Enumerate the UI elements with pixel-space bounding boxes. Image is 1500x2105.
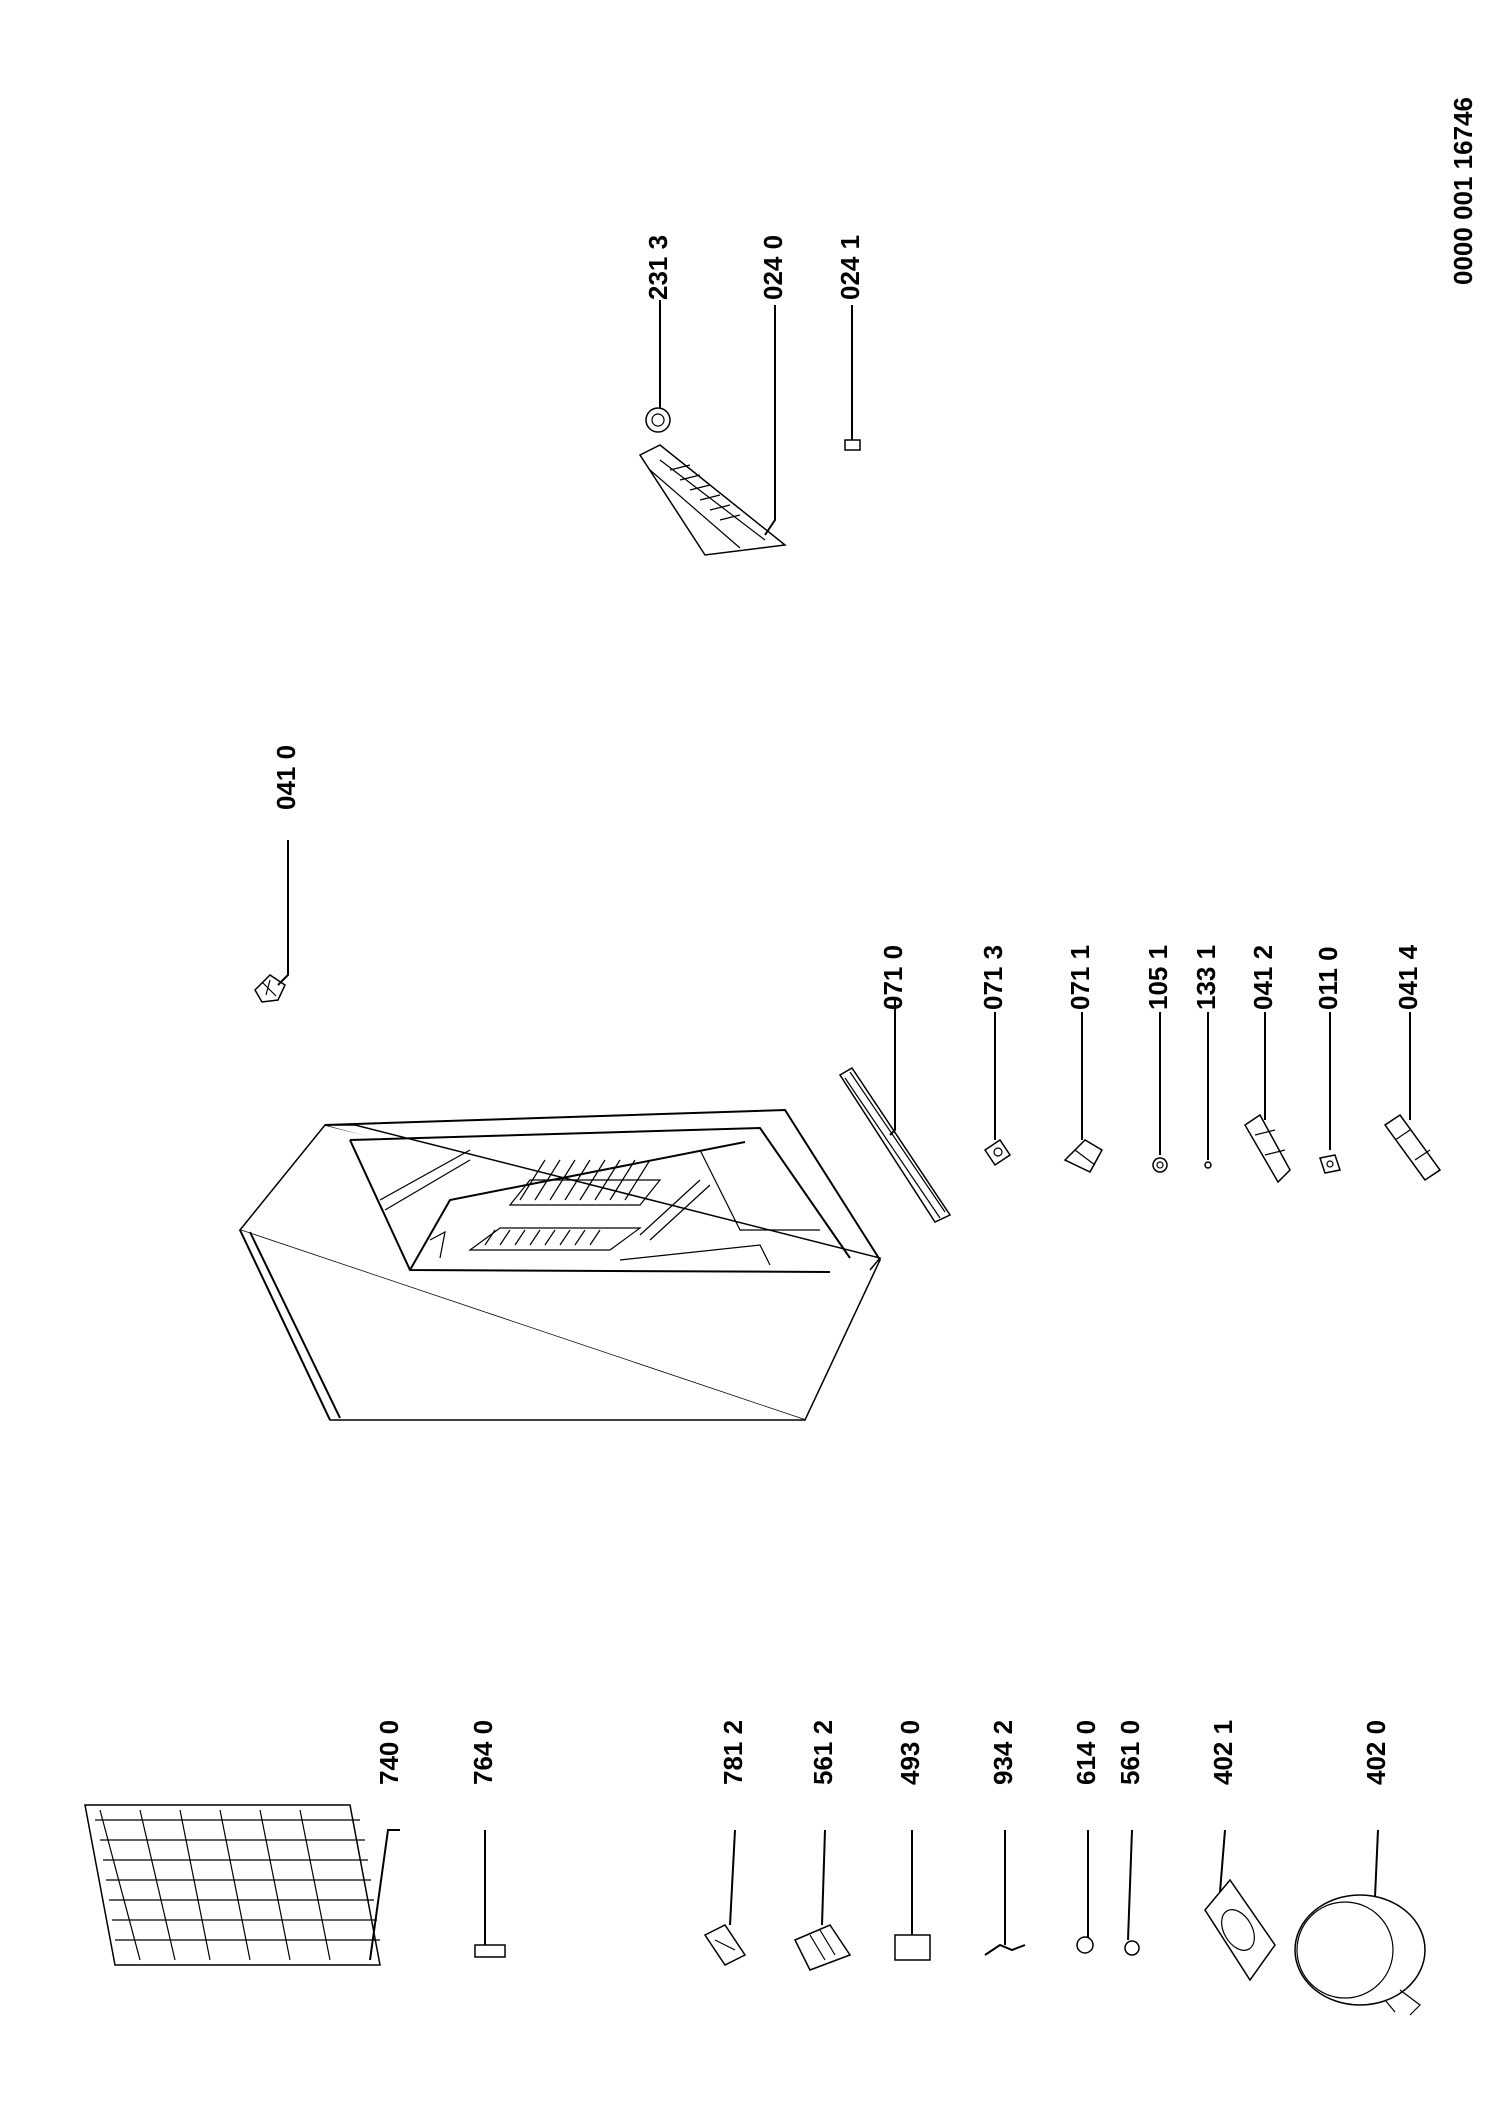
label-041-0: 041 0 [271, 745, 301, 810]
part-041-0: 041 0 [254, 745, 301, 1003]
document-code: 0000 001 16746 [1448, 97, 1478, 285]
part-041-4: 041 4 [1383, 944, 1442, 1182]
part-934-2: 934 2 [984, 1720, 1026, 1956]
label-011-0: 011 0 [1313, 946, 1343, 1010]
part-105-1: 105 1 [1143, 945, 1173, 1173]
label-781-2: 781 2 [718, 1720, 748, 1785]
part-231-3: 231 3 [643, 235, 673, 433]
part-402-1: 402 1 [1204, 1720, 1276, 1982]
part-071-3: 071 3 [978, 945, 1012, 1167]
part-493-0: 493 0 [894, 1720, 931, 1961]
label-764-0: 764 0 [468, 1720, 498, 1785]
label-071-3: 071 3 [978, 945, 1008, 1010]
label-041-2: 041 2 [1248, 945, 1278, 1010]
label-561-0: 561 0 [1115, 1720, 1145, 1785]
label-934-2: 934 2 [988, 1720, 1018, 1785]
label-024-1: 024 1 [835, 235, 865, 300]
part-764-0: 764 0 [468, 1720, 506, 1958]
label-071-0: 071 0 [878, 945, 908, 1010]
part-024-0: 024 0 [638, 235, 788, 556]
label-614-0: 614 0 [1071, 1720, 1101, 1785]
label-561-2: 561 2 [808, 1720, 838, 1785]
label-402-0: 402 0 [1361, 1720, 1391, 1785]
cabinet-body [238, 1108, 882, 1421]
part-024-1: 024 1 [835, 235, 865, 451]
part-041-2: 041 2 [1243, 945, 1291, 1184]
part-133-1: 133 1 [1191, 945, 1221, 1169]
part-561-2: 561 2 [793, 1720, 852, 1971]
label-105-1: 105 1 [1143, 945, 1173, 1010]
part-561-0: 561 0 [1115, 1720, 1145, 1956]
label-071-1: 071 1 [1065, 945, 1095, 1010]
part-740-0-condenser: 740 0 [84, 1720, 404, 1966]
label-740-0: 740 0 [374, 1720, 404, 1785]
label-493-0: 493 0 [895, 1720, 925, 1785]
part-011-0: 011 0 [1313, 946, 1343, 1174]
part-071-0: 071 0 [838, 945, 952, 1223]
part-402-0-compressor: 402 0 [1294, 1720, 1426, 2016]
shelf-slats [484, 1159, 651, 1246]
label-231-3: 231 3 [643, 235, 673, 300]
part-614-0: 614 0 [1071, 1720, 1101, 1954]
label-041-4: 041 4 [1393, 944, 1423, 1010]
label-402-1: 402 1 [1208, 1720, 1238, 1785]
part-071-1: 071 1 [1063, 945, 1104, 1173]
label-024-0: 024 0 [758, 235, 788, 300]
part-781-2: 781 2 [703, 1720, 748, 1966]
label-133-1: 133 1 [1191, 945, 1221, 1010]
